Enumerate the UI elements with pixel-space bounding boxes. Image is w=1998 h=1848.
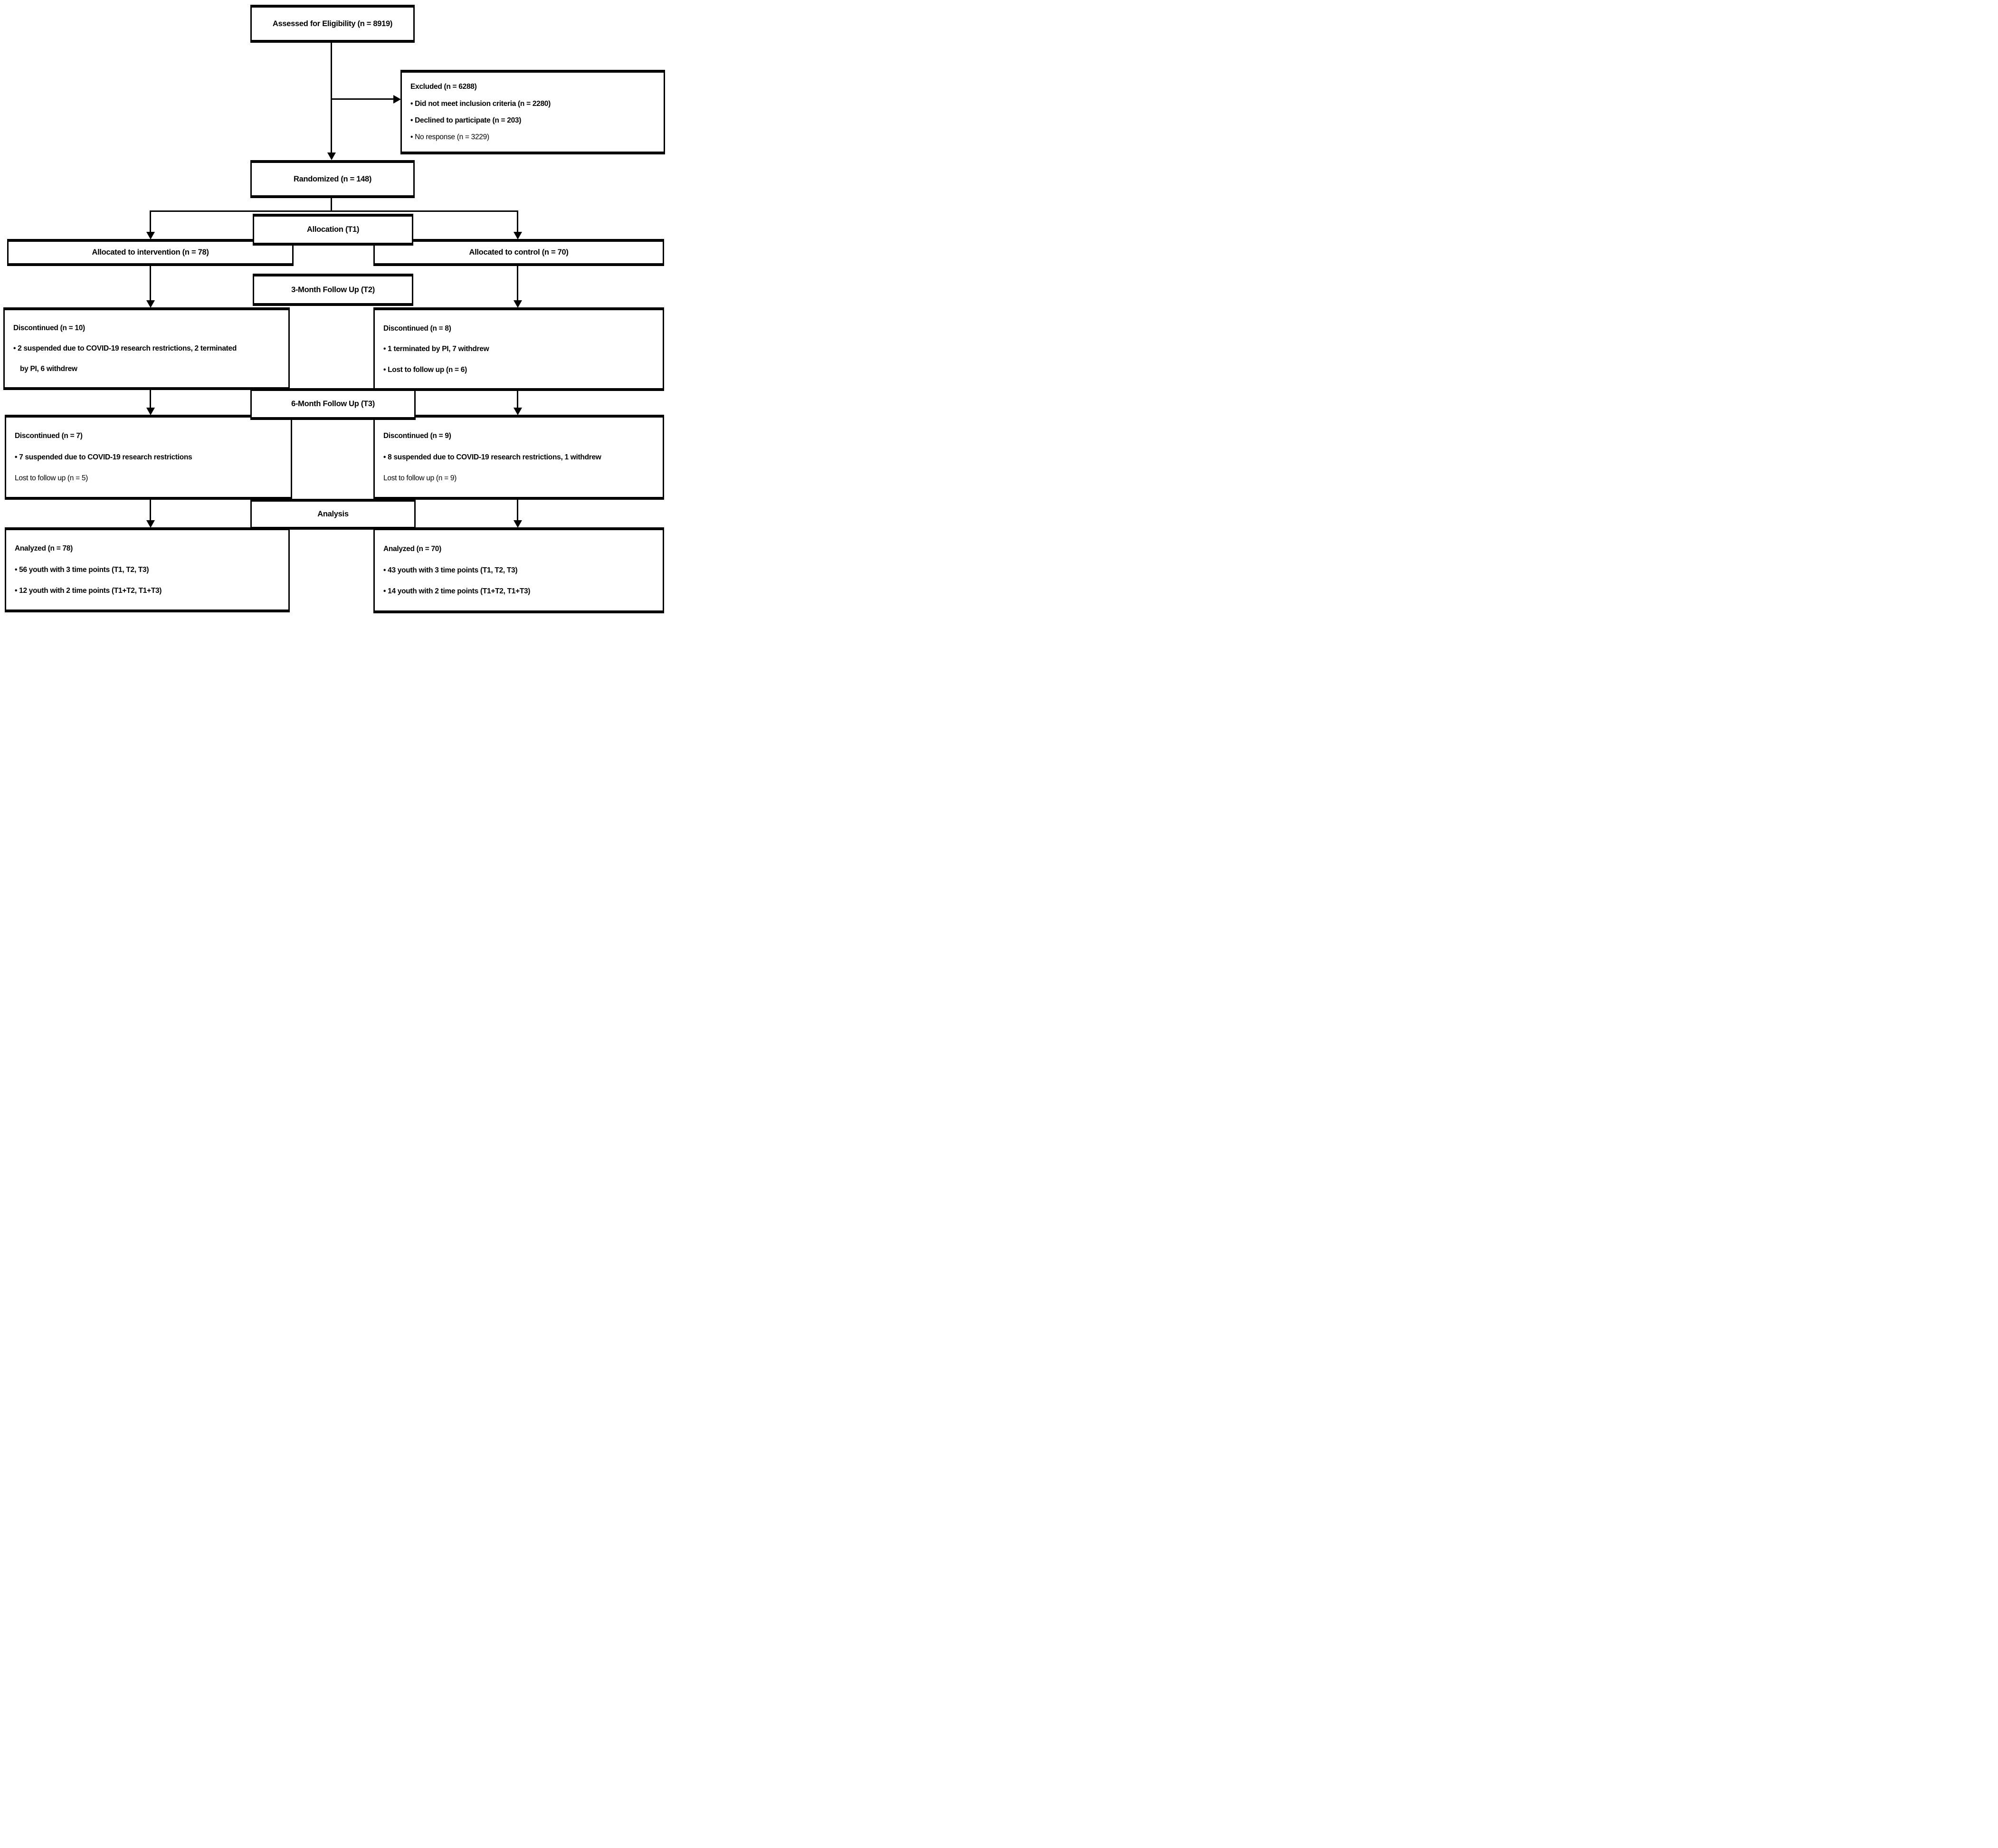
excluded-title: Excluded (n = 6288) — [410, 83, 477, 91]
box-discontinued-intervention-t2: Discontinued (n = 10) • 2 suspended due … — [3, 307, 290, 390]
box-followup-t2-stage: 3-Month Follow Up (T2) — [253, 274, 413, 306]
randomized-label: Randomized (n = 148) — [293, 174, 372, 183]
disc-ctrl-t3-title: Discontinued (n = 9) — [383, 432, 451, 440]
flow-line-disc-t3-to-analyzed-left — [150, 500, 151, 520]
box-discontinued-control-t2: Discontinued (n = 8) • 1 terminated by P… — [373, 307, 664, 391]
box-allocated-control: Allocated to control (n = 70) — [373, 239, 664, 266]
arrowhead-into-excluded — [393, 95, 401, 104]
arrowhead-into-analyzed-ctrl — [514, 520, 522, 528]
arrowhead-into-disc-ctrl-t2 — [514, 300, 522, 308]
arrowhead-into-randomized — [327, 152, 336, 160]
disc-ctrl-t2-title: Discontinued (n = 8) — [383, 324, 451, 333]
arrowhead-into-disc-ctrl-t3 — [514, 408, 522, 415]
arrowhead-into-disc-int-t3 — [146, 408, 155, 415]
followup-t2-label: 3-Month Follow Up (T2) — [291, 285, 375, 294]
allocation-stage-label: Allocation (T1) — [306, 225, 360, 234]
box-analyzed-intervention: Analyzed (n = 78) • 56 youth with 3 time… — [5, 527, 290, 612]
flow-line-assessed-to-randomized — [331, 43, 332, 152]
flow-line-allocation-split — [150, 210, 518, 212]
arrowhead-into-intervention — [146, 232, 155, 239]
excluded-bullet-inclusion: • Did not meet inclusion criteria (n = 2… — [410, 99, 551, 108]
flow-line-to-excluded — [331, 98, 393, 100]
flow-line-disc-t3-to-analyzed-right — [517, 500, 518, 520]
disc-int-t3-lost-note: Lost to follow up (n = 5) — [15, 474, 88, 482]
analyzed-ctrl-title: Analyzed (n = 70) — [383, 544, 441, 553]
analyzed-int-title: Analyzed (n = 78) — [15, 544, 73, 553]
disc-int-t2-bullet-continuation: by PI, 6 withdrew — [20, 365, 77, 373]
flow-line-disc-t2-to-disc-t3-left — [150, 390, 151, 408]
flow-line-randomized-down — [331, 198, 332, 212]
flow-line-split-right — [517, 210, 518, 232]
box-analysis-stage: Analysis — [250, 499, 416, 530]
analyzed-int-bullet-3tp: • 56 youth with 3 time points (T1, T2, T… — [15, 565, 149, 574]
assessed-label: Assessed for Eligibility (n = 8919) — [272, 19, 393, 28]
box-discontinued-intervention-t3: Discontinued (n = 7) • 7 suspended due t… — [5, 415, 292, 500]
box-allocated-intervention: Allocated to intervention (n = 78) — [7, 239, 294, 266]
disc-ctrl-t2-bullet-terminated: • 1 terminated by PI, 7 withdrew — [383, 345, 489, 353]
flow-line-control-to-disc-t2 — [517, 266, 518, 300]
box-discontinued-control-t3: Discontinued (n = 9) • 8 suspended due t… — [373, 415, 664, 500]
arrowhead-into-disc-int-t2 — [146, 300, 155, 308]
box-excluded: Excluded (n = 6288) • Did not meet inclu… — [400, 70, 665, 154]
followup-t3-label: 6-Month Follow Up (T3) — [291, 400, 375, 408]
disc-int-t2-title: Discontinued (n = 10) — [13, 324, 85, 333]
flow-line-intervention-to-disc-t2 — [150, 266, 151, 300]
allocated-intervention-label: Allocated to intervention (n = 78) — [92, 248, 209, 257]
analyzed-ctrl-bullet-3tp: • 43 youth with 3 time points (T1, T2, T… — [383, 566, 518, 574]
disc-ctrl-t3-lost-note: Lost to follow up (n = 9) — [383, 474, 457, 482]
allocated-control-label: Allocated to control (n = 70) — [469, 248, 569, 257]
flow-line-disc-t2-to-disc-t3-right — [517, 391, 518, 408]
flow-line-split-left — [150, 210, 151, 232]
disc-ctrl-t2-bullet-lost: • Lost to follow up (n = 6) — [383, 365, 467, 374]
analyzed-ctrl-bullet-2tp: • 14 youth with 2 time points (T1+T2, T1… — [383, 587, 531, 596]
box-assessed-for-eligibility: Assessed for Eligibility (n = 8919) — [250, 5, 415, 43]
box-analyzed-control: Analyzed (n = 70) • 43 youth with 3 time… — [373, 527, 664, 613]
box-randomized: Randomized (n = 148) — [250, 160, 415, 198]
consort-flow-diagram: Assessed for Eligibility (n = 8919) Excl… — [0, 0, 666, 616]
disc-int-t2-bullet: • 2 suspended due to COVID-19 research r… — [13, 344, 237, 353]
disc-int-t3-bullet: • 7 suspended due to COVID-19 research r… — [15, 453, 192, 461]
analysis-stage-label: Analysis — [317, 510, 349, 518]
disc-ctrl-t3-bullet: • 8 suspended due to COVID-19 research r… — [383, 453, 601, 461]
excluded-bullet-no-response: • No response (n = 3229) — [410, 133, 489, 141]
box-allocation-stage: Allocation (T1) — [253, 214, 413, 246]
arrowhead-into-control — [514, 232, 522, 239]
excluded-bullet-declined: • Declined to participate (n = 203) — [410, 116, 522, 124]
arrowhead-into-analyzed-int — [146, 520, 155, 528]
analyzed-int-bullet-2tp: • 12 youth with 2 time points (T1+T2, T1… — [15, 586, 162, 595]
box-followup-t3-stage: 6-Month Follow Up (T3) — [250, 388, 416, 420]
disc-int-t3-title: Discontinued (n = 7) — [15, 432, 83, 440]
